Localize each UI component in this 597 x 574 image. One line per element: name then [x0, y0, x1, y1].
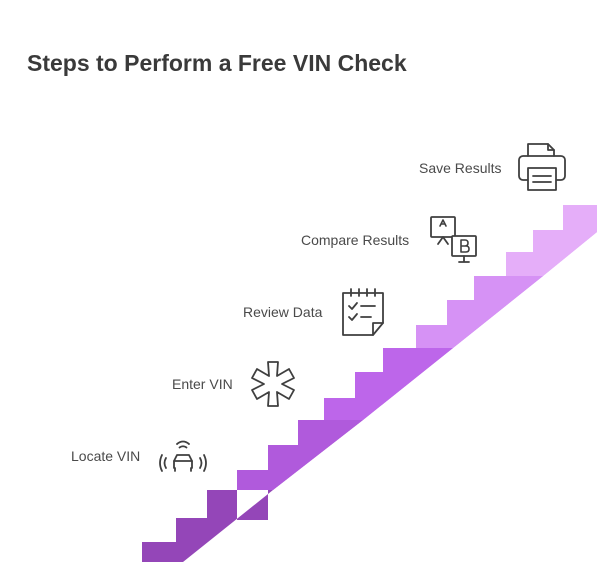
asterisk-icon	[247, 360, 299, 408]
car-signal-icon	[158, 436, 208, 476]
stair-segment-5-top	[506, 205, 597, 276]
diagram-title: Steps to Perform a Free VIN Check	[27, 50, 407, 76]
stair-segment-1	[142, 490, 273, 562]
step-label-compare-results: Compare Results	[301, 232, 410, 248]
step-label-enter-vin: Enter VIN	[172, 376, 233, 392]
step-label-review-data: Review Data	[243, 304, 323, 320]
step-label-locate-vin: Locate VIN	[71, 448, 141, 464]
printer-icon	[516, 142, 570, 194]
step-label-save-results: Save Results	[419, 160, 502, 176]
checklist-icon	[339, 287, 389, 339]
a-b-compare-icon	[428, 214, 480, 266]
